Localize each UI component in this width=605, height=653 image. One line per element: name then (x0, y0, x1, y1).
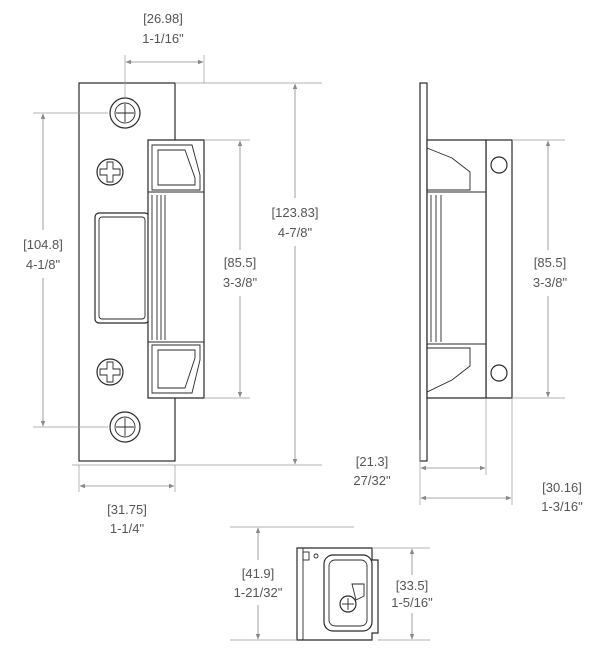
side-total-depth-mm: [30.16] (542, 480, 582, 495)
side-body-height-inch: 3-3/8" (533, 275, 568, 290)
front-faceplate-width-mm: [31.75] (107, 502, 147, 517)
front-hole-spacing-inch: 1-1/16" (142, 31, 184, 46)
side-total-depth-inch: 1-3/16" (541, 499, 583, 514)
front-screw-spacing-mm: [104.8] (23, 237, 63, 252)
front-view: [26.98] 1-1/16" [123.83] 4-7/8" [104.8] … (23, 11, 322, 536)
end-view: [41.9] 1-21/32" [33.5] 1-5/16" (230, 526, 433, 641)
side-keeper (426, 139, 487, 399)
front-keeper-height-inch: 3-3/8" (223, 275, 258, 290)
end-total-height-mm: [41.9] (242, 566, 275, 581)
front-top-mounting-hole-icon (109, 97, 141, 129)
end-total-height-inch: 1-21/32" (234, 585, 283, 600)
side-keeper-depth-inch: 27/32" (353, 473, 391, 488)
end-screw-icon (339, 595, 357, 613)
side-bottom-hole-icon (490, 364, 508, 382)
side-faceplate (419, 82, 428, 462)
front-faceplate-width-inch: 1-1/4" (110, 521, 145, 536)
side-view: [85.5] 3-3/8" [21.3] 27/32" [30.16] 1-3/… (353, 82, 583, 514)
front-faceplate-length-inch: 4-7/8" (278, 225, 313, 240)
end-pin-icon (313, 553, 319, 559)
side-keeper-depth-mm: [21.3] (356, 454, 389, 469)
front-bottom-mounting-hole-icon (109, 411, 141, 443)
end-housing (323, 554, 373, 632)
front-hole-spacing-mm: [26.98] (143, 11, 183, 26)
side-body (485, 139, 513, 399)
end-body-height-inch: 1-5/16" (391, 595, 433, 610)
front-faceplate-length-mm: [123.83] (272, 205, 319, 220)
side-top-hole-icon (490, 156, 508, 174)
front-latch-opening (94, 212, 150, 324)
side-body-height-mm: [85.5] (534, 255, 567, 270)
front-screw-spacing-inch: 4-1/8" (26, 257, 61, 272)
front-keeper (147, 139, 205, 399)
front-upper-screw-icon (96, 158, 124, 186)
front-lower-screw-icon (96, 358, 124, 386)
front-keeper-height-mm: [85.5] (224, 255, 257, 270)
end-body-height-mm: [33.5] (396, 578, 429, 593)
